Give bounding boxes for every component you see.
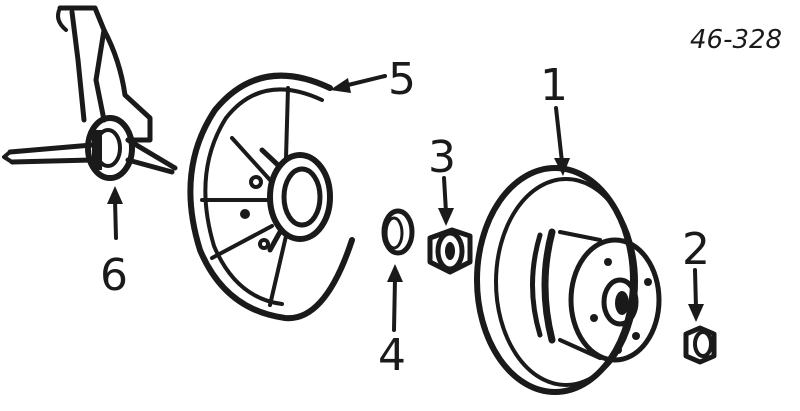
seal-ring — [381, 208, 415, 256]
callout-number-5: 5 — [388, 54, 416, 105]
leader-line-2 — [693, 268, 698, 310]
steering-knuckle — [2, 5, 178, 181]
arrowhead-1 — [554, 158, 570, 176]
reference-number: 46-328 — [690, 25, 782, 55]
leader-line-6 — [113, 198, 118, 240]
callout-number-2: 2 — [682, 224, 710, 275]
arrowhead-2 — [688, 304, 704, 322]
leader-line-3 — [442, 176, 448, 214]
brake-disc — [474, 165, 662, 395]
arrowhead-3 — [438, 208, 454, 226]
callout-number-4: 4 — [378, 330, 406, 381]
callout-number-3: 3 — [428, 132, 456, 183]
arrowhead-6 — [107, 186, 123, 204]
inner-wheel-bearing — [427, 227, 473, 275]
leader-line-4 — [392, 276, 397, 332]
splash-shield — [187, 72, 355, 322]
leader-line-1 — [554, 106, 564, 164]
arrowhead-4 — [387, 264, 403, 282]
outer-wheel-bearing — [683, 325, 717, 365]
callout-number-1: 1 — [540, 60, 568, 111]
arrowhead-5 — [330, 78, 351, 93]
leader-line-5 — [342, 74, 387, 88]
callout-number-6: 6 — [100, 250, 128, 301]
